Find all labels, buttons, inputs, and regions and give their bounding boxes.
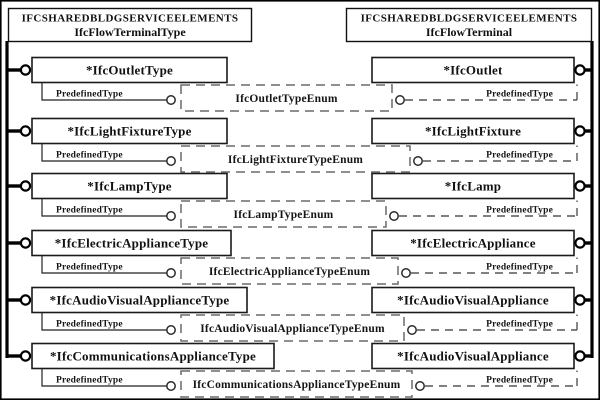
circle-connector-icon (415, 381, 425, 391)
circle-connector-icon (401, 268, 411, 278)
attribute-label: PredefinedType (486, 263, 553, 273)
right-entity-box (371, 56, 575, 84)
right-schema-name: IFCSHAREDBLDGSERVICEELEMENTS (361, 13, 578, 25)
enum-type-title: IfcLampTypeEnum (234, 209, 334, 221)
left-entity-box (31, 117, 228, 145)
left-schema-header: IFCSHAREDBLDGSERVICEELEMENTS IfcFlowTerm… (7, 7, 253, 43)
enum-type-title: IfcOutletTypeEnum (235, 93, 337, 105)
right-entity-title: *IfcAudioVisualAppliance (397, 349, 549, 364)
attribute-line (41, 255, 167, 274)
attribute-label: PredefinedType (486, 206, 553, 216)
circle-connector-icon (19, 294, 32, 306)
circle-connector-icon (574, 237, 586, 249)
attribute-line (41, 368, 167, 387)
enum-type-box (180, 145, 411, 173)
enum-type-box (180, 314, 405, 342)
circle-connector-icon (19, 350, 32, 362)
enum-type-title: IfcAudioVisualApplianceTypeEnum (200, 323, 385, 335)
attribute-line (41, 198, 167, 217)
diagram-row: *IfcLightFixtureType PredefinedType IfcL… (6, 117, 593, 173)
right-entity-box (371, 172, 575, 200)
circle-connector-icon (19, 180, 32, 192)
right-entity-box (371, 117, 575, 145)
attribute-label: PredefinedType (56, 206, 123, 216)
right-entity-title: *IfcAudioVisualAppliance (397, 293, 549, 308)
circle-connector-icon (166, 325, 176, 335)
right-entity-title: *IfcLightFixture (425, 124, 521, 139)
diagram-row: *IfcOutletType PredefinedType IfcOutletT… (6, 56, 593, 112)
attribute-label: PredefinedType (56, 151, 123, 161)
enum-type-title: IfcLightFixtureTypeEnum (228, 154, 363, 166)
left-entity-box (31, 286, 248, 314)
diagram-row: *IfcElectricApplianceType PredefinedType… (6, 229, 593, 285)
attribute-label: PredefinedType (56, 320, 123, 330)
circle-connector-icon (407, 325, 417, 335)
circle-connector-icon (574, 350, 586, 362)
attribute-line (41, 143, 167, 162)
circle-connector-icon (574, 64, 586, 76)
left-schema-header-box (7, 7, 253, 43)
right-entity-title: *IfcOutlet (443, 63, 503, 78)
left-entity-title: *IfcLightFixtureType (67, 124, 191, 139)
right-entity-title: *IfcLamp (445, 179, 502, 194)
left-entity-box (31, 229, 232, 257)
diagram-row: *IfcAudioVisualApplianceType PredefinedT… (6, 286, 593, 342)
attribute-label: PredefinedType (56, 263, 123, 273)
enum-type-box (180, 370, 413, 398)
enum-type-title: IfcElectricApplianceTypeEnum (209, 266, 370, 278)
attribute-line (41, 312, 167, 331)
right-schema-header: IFCSHAREDBLDGSERVICEELEMENTS IfcFlowTerm… (345, 7, 593, 43)
circle-connector-icon (19, 64, 32, 76)
left-schema-entity: IfcFlowTerminalType (74, 25, 186, 39)
attribute-label: PredefinedType (486, 90, 553, 100)
circle-connector-icon (166, 156, 176, 166)
right-entity-box (371, 342, 575, 370)
right-entity-box (371, 229, 575, 257)
left-entity-box (31, 56, 228, 84)
diagram-row: *IfcCommunicationsApplianceType Predefin… (6, 342, 593, 398)
right-schema-entity: IfcFlowTerminal (426, 25, 513, 39)
enum-type-box (180, 200, 387, 228)
enum-type-box (180, 84, 393, 112)
left-entity-title: *IfcAudioVisualApplianceType (50, 293, 230, 308)
left-entity-box (31, 342, 275, 370)
right-entity-title: *IfcElectricAppliance (410, 236, 536, 251)
left-entity-title: *IfcOutletType (86, 63, 173, 78)
circle-connector-icon (574, 180, 586, 192)
left-entity-title: *IfcCommunicationsApplianceType (50, 349, 256, 364)
attribute-label: PredefinedType (56, 90, 123, 100)
circle-connector-icon (413, 156, 423, 166)
left-entity-title: *IfcElectricApplianceType (55, 236, 209, 251)
attribute-label: PredefinedType (486, 151, 553, 161)
circle-connector-icon (166, 381, 176, 391)
enum-type-box (180, 257, 399, 285)
attribute-line (41, 82, 167, 101)
circle-connector-icon (574, 294, 586, 306)
circle-connector-icon (389, 211, 399, 221)
right-entity-box (371, 286, 575, 314)
attribute-label: PredefinedType (486, 320, 553, 330)
circle-connector-icon (166, 95, 176, 105)
attribute-label: PredefinedType (56, 376, 123, 386)
left-schema-name: IFCSHAREDBLDGSERVICEELEMENTS (22, 13, 239, 25)
left-entity-box (31, 172, 228, 200)
diagram-row: *IfcLampType PredefinedType IfcLampTypeE… (6, 172, 593, 228)
right-schema-header-box (345, 7, 593, 43)
circle-connector-icon (395, 95, 405, 105)
left-entity-title: *IfcLampType (87, 179, 172, 194)
circle-connector-icon (166, 268, 176, 278)
circle-connector-icon (166, 211, 176, 221)
attribute-label: PredefinedType (486, 376, 553, 386)
circle-connector-icon (574, 125, 586, 137)
circle-connector-icon (19, 237, 32, 249)
enum-type-title: IfcCommunicationsApplianceTypeEnum (193, 379, 401, 391)
circle-connector-icon (19, 125, 32, 137)
